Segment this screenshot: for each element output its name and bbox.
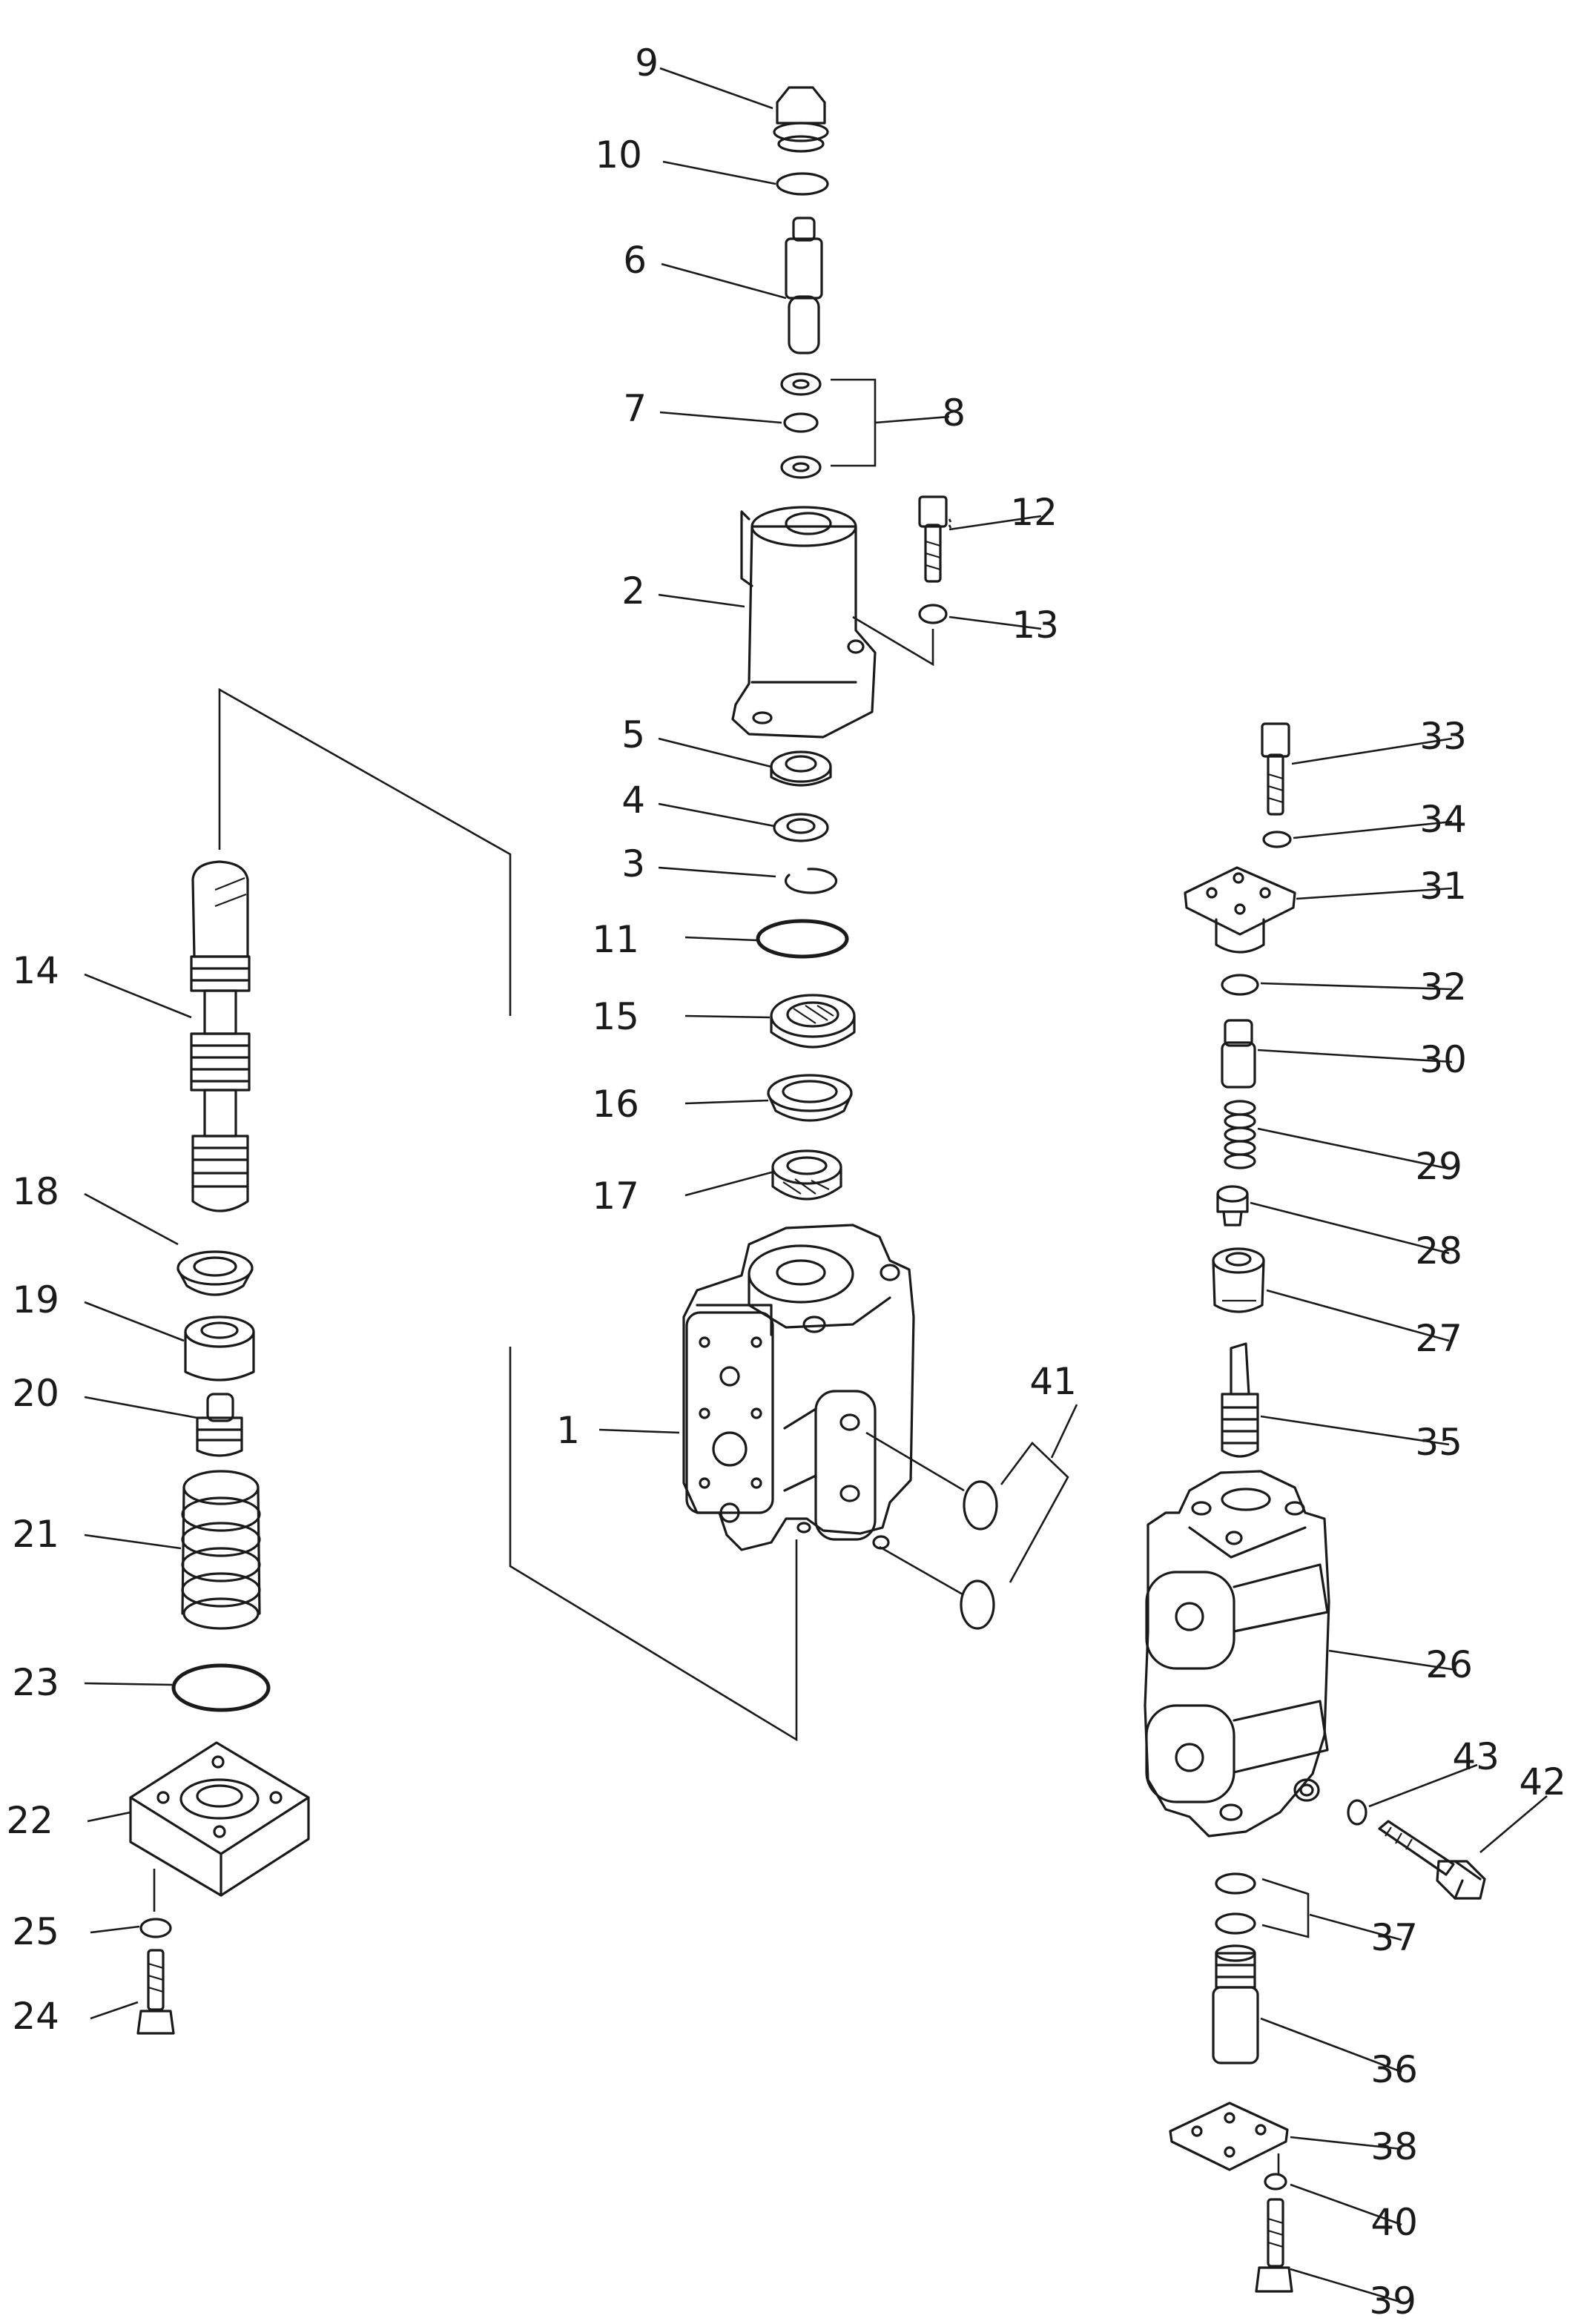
part-41-o-rings xyxy=(865,1404,1078,1630)
part-33-bolt xyxy=(1261,722,1290,816)
part-24-bolt xyxy=(136,1949,175,2035)
callout-label-18: 18 xyxy=(12,1170,59,1213)
part-15-bearing xyxy=(770,994,856,1049)
part-11-o-ring xyxy=(756,919,849,959)
part-2-cover-housing xyxy=(731,506,877,739)
part-8-washer-kit xyxy=(780,372,950,479)
part-16-seal xyxy=(767,1074,853,1122)
part-20-stopper xyxy=(196,1393,243,1457)
callout-label-33: 33 xyxy=(1419,715,1467,758)
callout-label-32: 32 xyxy=(1419,965,1467,1009)
callout-label-21: 21 xyxy=(12,1513,59,1556)
callout-label-6: 6 xyxy=(623,239,647,282)
leader-lines xyxy=(84,67,1548,2303)
callout-label-16: 16 xyxy=(592,1083,639,1126)
callout-label-27: 27 xyxy=(1415,1317,1462,1360)
callout-label-8: 8 xyxy=(942,392,966,435)
callout-label-30: 30 xyxy=(1419,1038,1467,1081)
part-27-seat xyxy=(1212,1247,1265,1313)
callout-label-3: 3 xyxy=(621,842,645,885)
callout-label-7: 7 xyxy=(623,387,647,430)
part-36-spool xyxy=(1212,1944,1259,2064)
callout-label-31: 31 xyxy=(1419,865,1467,908)
callout-label-36: 36 xyxy=(1370,2048,1418,2091)
part-17-bearing xyxy=(771,1149,842,1201)
callout-label-41: 41 xyxy=(1029,1360,1077,1403)
part-37-o-rings xyxy=(1215,1872,1310,1938)
part-13-washer xyxy=(918,604,948,624)
part-1-valve-body xyxy=(682,1224,915,1551)
part-10-o-ring xyxy=(776,172,829,196)
callout-label-24: 24 xyxy=(12,1995,59,2038)
part-31-cap xyxy=(1184,866,1296,954)
callout-label-1: 1 xyxy=(556,1409,580,1452)
part-14-spool xyxy=(190,860,251,1212)
part-39-bolt xyxy=(1255,2198,1293,2293)
callout-label-17: 17 xyxy=(592,1175,639,1218)
callout-label-20: 20 xyxy=(12,1372,59,1415)
part-4-ring xyxy=(773,813,829,842)
callout-label-29: 29 xyxy=(1415,1145,1462,1188)
callout-label-42: 42 xyxy=(1519,1760,1566,1803)
part-3-snap-ring xyxy=(784,868,838,894)
part-28-poppet xyxy=(1216,1185,1249,1227)
center-assembly xyxy=(682,86,1078,1630)
callout-label-15: 15 xyxy=(592,995,639,1038)
part-23-o-ring xyxy=(171,1663,271,1712)
part-6-spool xyxy=(785,217,823,354)
callout-label-23: 23 xyxy=(12,1661,59,1704)
part-25-washer xyxy=(139,1918,172,1938)
callout-label-43: 43 xyxy=(1452,1735,1499,1778)
callout-label-19: 19 xyxy=(12,1278,59,1321)
part-34-washer xyxy=(1262,831,1292,848)
callout-label-38: 38 xyxy=(1370,2125,1418,2168)
part-30-plunger xyxy=(1221,1019,1256,1089)
part-19-spacer xyxy=(184,1315,255,1381)
part-7-o-ring xyxy=(783,412,819,433)
callout-label-9: 9 xyxy=(635,42,659,85)
part-32-o-ring xyxy=(1221,974,1259,996)
part-29-spring xyxy=(1224,1100,1256,1169)
part-43-washer xyxy=(1347,1799,1367,1826)
part-38-cover xyxy=(1169,2102,1289,2171)
callout-label-2: 2 xyxy=(621,570,645,613)
callout-label-40: 40 xyxy=(1370,2201,1418,2244)
callout-label-13: 13 xyxy=(1012,604,1059,647)
part-18-seat xyxy=(176,1250,254,1296)
callout-label-35: 35 xyxy=(1415,1421,1462,1464)
part-9-plug xyxy=(773,86,829,153)
part-12-bolt xyxy=(918,495,948,583)
callout-label-5: 5 xyxy=(621,713,645,756)
callout-label-10: 10 xyxy=(595,133,642,176)
callout-label-12: 12 xyxy=(1010,491,1058,534)
callout-label-34: 34 xyxy=(1419,798,1467,841)
part-40-washer xyxy=(1264,2173,1287,2191)
part-22-cover xyxy=(129,1741,310,1897)
part-26-valve-body xyxy=(1144,1470,1330,1838)
callout-label-25: 25 xyxy=(12,1910,59,1953)
left-assembly xyxy=(129,687,798,2035)
callout-label-39: 39 xyxy=(1369,2280,1416,2323)
callout-label-11: 11 xyxy=(592,918,639,961)
callout-label-4: 4 xyxy=(621,779,645,822)
part-42-bolt xyxy=(1378,1820,1486,1900)
right-assembly xyxy=(1144,722,1486,2293)
callout-label-37: 37 xyxy=(1370,1916,1418,1959)
part-5-bushing xyxy=(770,750,832,787)
callout-label-14: 14 xyxy=(12,949,59,992)
callout-label-28: 28 xyxy=(1415,1229,1462,1272)
callout-label-22: 22 xyxy=(6,1799,53,1842)
part-21-spring xyxy=(181,1470,261,1630)
part-35-valve xyxy=(1221,1342,1259,1458)
callout-label-26: 26 xyxy=(1425,1643,1473,1686)
